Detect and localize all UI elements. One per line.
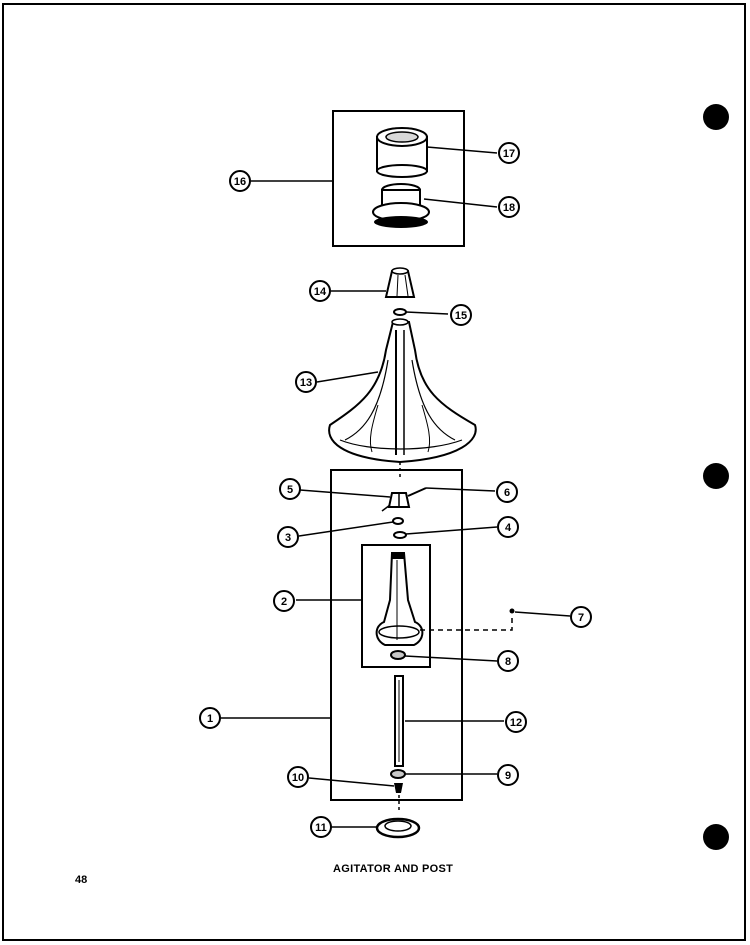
svg-text:10: 10	[292, 772, 304, 784]
svg-text:15: 15	[455, 310, 467, 322]
callout-8: 8	[497, 650, 519, 672]
page-number: 48	[75, 874, 88, 886]
part-11-base-ring	[375, 817, 421, 839]
callout-15: 15	[450, 304, 472, 326]
svg-text:1: 1	[207, 713, 213, 725]
svg-text:18: 18	[503, 202, 515, 214]
callout-18: 18	[498, 196, 520, 218]
assembly-box-1	[330, 469, 463, 801]
part-14-cap	[384, 267, 416, 298]
svg-text:9: 9	[505, 770, 511, 782]
inset-box-16	[332, 110, 465, 247]
callout-10: 10	[287, 766, 309, 788]
svg-text:17: 17	[503, 148, 515, 160]
callout-13: 13	[295, 371, 317, 393]
assembly-box-2	[361, 544, 431, 668]
callout-11: 11	[310, 816, 332, 838]
callout-4: 4	[497, 516, 519, 538]
part-9-washer	[390, 769, 406, 779]
page-border	[2, 3, 746, 941]
part-10-screw	[394, 783, 403, 793]
part-8-washer	[390, 650, 406, 660]
svg-text:11: 11	[315, 822, 327, 834]
part-5-nut	[387, 492, 411, 508]
callout-1: 1	[199, 707, 221, 729]
part-3-washer	[392, 517, 404, 525]
part-6-pin	[407, 487, 427, 497]
part-15-ring	[393, 308, 407, 316]
svg-text:3: 3	[285, 532, 291, 544]
callout-7: 7	[570, 606, 592, 628]
part-18-collar	[372, 183, 430, 228]
callout-2: 2	[273, 590, 295, 612]
callout-16: 16	[229, 170, 251, 192]
callout-5: 5	[279, 478, 301, 500]
callout-3: 3	[277, 526, 299, 548]
callout-6: 6	[496, 481, 518, 503]
svg-text:8: 8	[505, 656, 511, 668]
svg-text:14: 14	[314, 286, 327, 298]
part-17-cap	[376, 127, 428, 178]
callout-17: 17	[498, 142, 520, 164]
part-2-post	[375, 552, 424, 646]
callout-14: 14	[309, 280, 331, 302]
binder-hole-top	[703, 104, 729, 130]
svg-text:4: 4	[505, 522, 512, 534]
part-4-washer	[393, 531, 407, 539]
svg-text:13: 13	[300, 377, 312, 389]
callout-12: 12	[505, 711, 527, 733]
diagram-caption: AGITATOR AND POST	[333, 863, 454, 875]
part-7-screw	[509, 608, 515, 614]
part-13-agitator	[328, 318, 477, 464]
svg-text:12: 12	[510, 717, 522, 729]
binder-hole-middle	[703, 463, 729, 489]
svg-text:16: 16	[234, 176, 246, 188]
svg-text:5: 5	[287, 484, 293, 496]
binder-hole-bottom	[703, 824, 729, 850]
svg-text:2: 2	[281, 596, 287, 608]
svg-text:7: 7	[578, 612, 584, 624]
svg-text:6: 6	[504, 487, 510, 499]
callout-9: 9	[497, 764, 519, 786]
